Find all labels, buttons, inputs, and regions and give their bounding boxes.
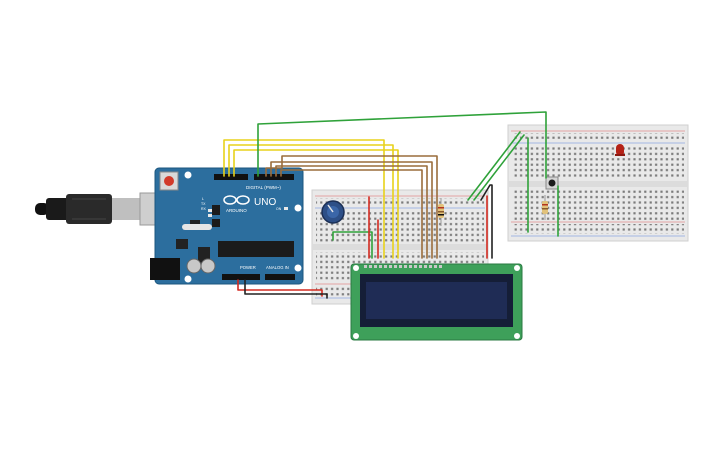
- potentiometer[interactable]: [321, 200, 345, 224]
- power-pins-label: POWER: [240, 265, 256, 270]
- rx-label: RX: [201, 207, 207, 211]
- wire-brown-3[interactable]: [275, 165, 428, 259]
- resistor-lcd[interactable]: [438, 198, 444, 226]
- atmega-chip: [218, 241, 294, 257]
- wire-green-pot[interactable]: [332, 231, 373, 259]
- wire-red-power[interactable]: [237, 279, 323, 297]
- resistor-button[interactable]: [542, 195, 548, 220]
- lcd-16x2-display[interactable]: [350, 263, 523, 341]
- wire-yellow-1[interactable]: [223, 139, 385, 259]
- wire-green-bridge-1[interactable]: [467, 131, 521, 201]
- wire-green-button[interactable]: [257, 111, 547, 179]
- wire-black-1[interactable]: [480, 184, 493, 259]
- arduino-logo-icon: [223, 195, 250, 205]
- wire-yellow-3[interactable]: [233, 149, 399, 259]
- arduino-brand-text: ARDUINO: [226, 208, 247, 213]
- lcd-screen: [366, 282, 507, 319]
- breadboard-secondary[interactable]: [507, 124, 689, 242]
- wire-black-gnd[interactable]: [244, 279, 328, 299]
- arduino-uno-board[interactable]: UNO ARDUINO DIGITAL (PWM~) POWER ANALOG …: [150, 167, 304, 285]
- digital-pins-label: DIGITAL (PWM~): [246, 185, 281, 190]
- red-led[interactable]: [615, 144, 625, 156]
- wire-brown-2[interactable]: [270, 161, 433, 259]
- wire-brown-4[interactable]: [280, 169, 423, 259]
- tx-label: TX: [201, 202, 206, 206]
- wire-green-bridge-2[interactable]: [473, 134, 525, 201]
- pushbutton[interactable]: [545, 176, 559, 190]
- on-led-label: ON: [276, 207, 282, 211]
- wire-yellow-2[interactable]: [228, 144, 394, 259]
- power-jack[interactable]: [150, 258, 180, 280]
- board-logo-text: UNO: [254, 197, 276, 208]
- l-led-label: L: [202, 197, 204, 201]
- analog-pins-label: ANALOG IN: [266, 265, 289, 270]
